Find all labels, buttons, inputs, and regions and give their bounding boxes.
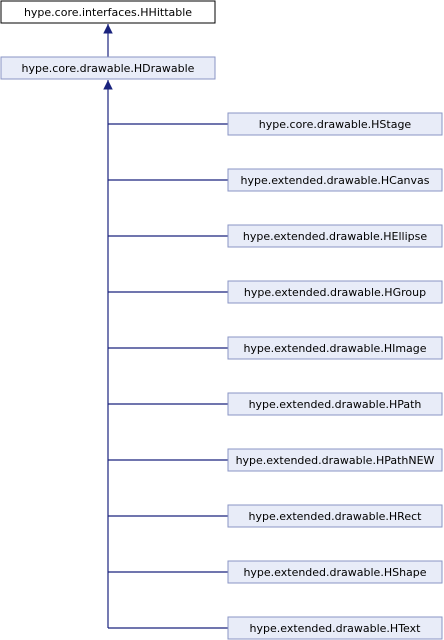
node-hrect-box bbox=[227, 504, 443, 528]
node-hhittable[interactable]: hype.core.interfaces.HHittable bbox=[0, 0, 216, 24]
node-hdrawable-label: hype.core.drawable.HDrawable bbox=[22, 62, 195, 75]
node-hpath-box bbox=[227, 392, 443, 416]
node-hellipse-label: hype.extended.drawable.HEllipse bbox=[243, 230, 427, 243]
node-htext-label: hype.extended.drawable.HText bbox=[250, 622, 422, 635]
node-himage[interactable]: hype.extended.drawable.HImage bbox=[227, 336, 443, 360]
node-hdrawable-box bbox=[0, 56, 216, 80]
node-hpathnew[interactable]: hype.extended.drawable.HPathNEW bbox=[227, 448, 443, 472]
node-hshape-label: hype.extended.drawable.HShape bbox=[243, 566, 426, 579]
node-hrect[interactable]: hype.extended.drawable.HRect bbox=[227, 504, 443, 528]
node-hhittable-label: hype.core.interfaces.HHittable bbox=[24, 6, 192, 19]
node-hpathnew-label: hype.extended.drawable.HPathNEW bbox=[236, 454, 435, 467]
node-hellipse-box bbox=[227, 224, 443, 248]
node-hpath-label: hype.extended.drawable.HPath bbox=[249, 398, 422, 411]
node-hdrawable[interactable]: hype.core.drawable.HDrawable bbox=[0, 56, 216, 80]
node-hhittable-box bbox=[0, 0, 216, 24]
node-hcanvas-label: hype.extended.drawable.HCanvas bbox=[240, 174, 429, 187]
node-hcanvas[interactable]: hype.extended.drawable.HCanvas bbox=[227, 168, 443, 192]
node-hellipse[interactable]: hype.extended.drawable.HEllipse bbox=[227, 224, 443, 248]
node-hpath[interactable]: hype.extended.drawable.HPath bbox=[227, 392, 443, 416]
node-htext-box bbox=[227, 616, 443, 640]
node-htext[interactable]: hype.extended.drawable.HText bbox=[227, 616, 443, 640]
node-hcanvas-box bbox=[227, 168, 443, 192]
node-hshape-box bbox=[227, 560, 443, 584]
node-hgroup-box bbox=[227, 280, 443, 304]
node-hrect-label: hype.extended.drawable.HRect bbox=[249, 510, 423, 523]
node-hstage[interactable]: hype.core.drawable.HStage bbox=[227, 112, 443, 136]
node-hpathnew-box bbox=[227, 448, 443, 472]
node-hstage-label: hype.core.drawable.HStage bbox=[259, 118, 412, 131]
node-himage-box bbox=[227, 336, 443, 360]
node-hgroup[interactable]: hype.extended.drawable.HGroup bbox=[227, 280, 443, 304]
node-himage-label: hype.extended.drawable.HImage bbox=[243, 342, 426, 355]
node-hgroup-label: hype.extended.drawable.HGroup bbox=[244, 286, 426, 299]
node-hshape[interactable]: hype.extended.drawable.HShape bbox=[227, 560, 443, 584]
node-hstage-box bbox=[227, 112, 443, 136]
